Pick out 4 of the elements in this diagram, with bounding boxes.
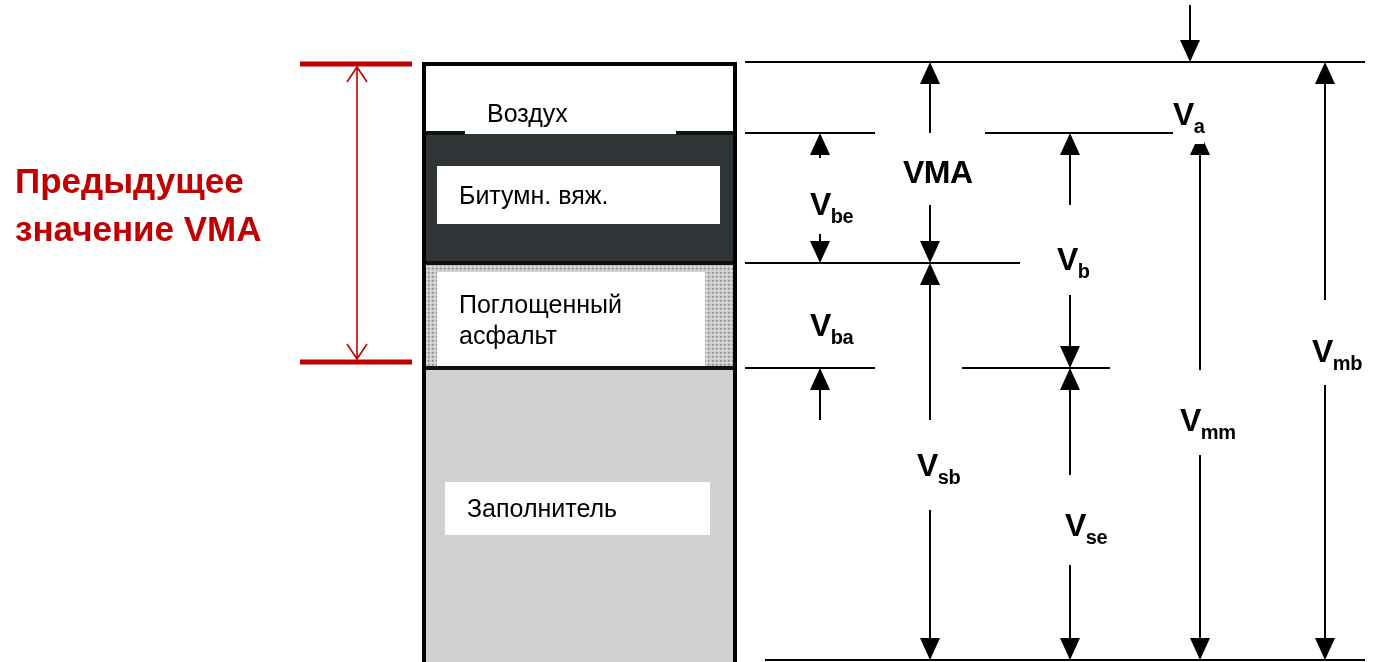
layer-label: Заполнитель (445, 482, 710, 535)
layer-label: Битумн. вяж. (437, 166, 720, 224)
dimension-label: Предыдущее значение VMA (15, 160, 263, 250)
layer-label: Поглощенный асфальт (437, 272, 705, 368)
